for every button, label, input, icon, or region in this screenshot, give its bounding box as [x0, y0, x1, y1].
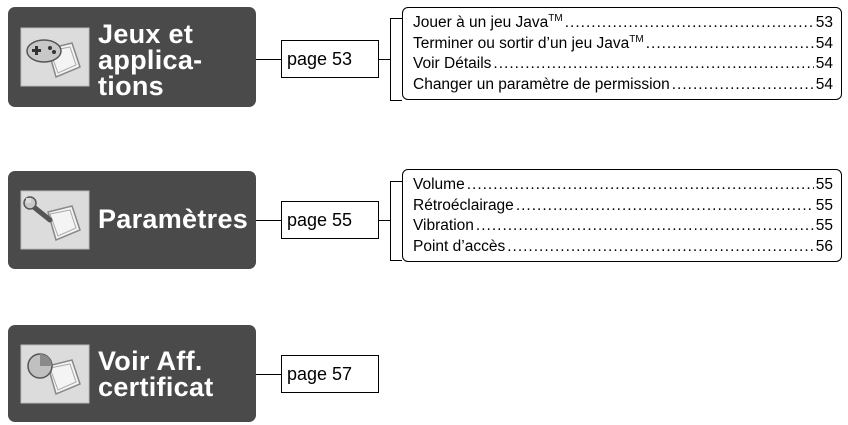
bracket-line [390, 260, 402, 261]
connector-line [256, 220, 281, 221]
bracket-line [390, 181, 402, 182]
section-tile-certificat: Voir Aff. certificat [8, 325, 256, 422]
bracket-line [390, 181, 391, 261]
toc-entry-label: Changer un paramètre de permission [413, 75, 670, 93]
toc-entry-page: 56 [815, 237, 833, 255]
section-title: Jeux et applica- tions [98, 19, 203, 101]
section-title: Voir Aff. certificat [98, 346, 214, 402]
toc-entry-label: Rétroéclairage [413, 196, 514, 214]
title-line: applica- [98, 45, 203, 75]
toc-entry-page: 54 [815, 34, 833, 52]
toc-leader-dots [493, 54, 813, 75]
toc-leader-dots [476, 216, 814, 237]
toc-leader-dots [646, 34, 814, 55]
title-line: tions [98, 71, 164, 101]
toc-leader-dots [467, 175, 814, 196]
toc-leader-dots [672, 75, 814, 96]
connector-line [256, 59, 281, 60]
toc-box: Volume 55 Rétroéclairage 55 Vibration 55… [402, 169, 842, 262]
section-tile-parametres: Paramètres [8, 171, 256, 269]
trademark-sup: TM [629, 33, 644, 45]
toc-entry: Changer un paramètre de permission 54 [413, 75, 833, 96]
section-tile-jeux: Jeux et applica- tions [8, 7, 256, 107]
toc-entry: Rétroéclairage 55 [413, 196, 833, 217]
page-ref-box: page 57 [281, 355, 379, 393]
toc-box: Jouer à un jeu JavaTM 53 Terminer ou sor… [402, 7, 842, 100]
toc-entry-label: Point d’accès [413, 237, 506, 255]
toc-entry-page: 55 [815, 217, 833, 234]
toc-entry-label: Volume [413, 176, 465, 193]
toc-entry-label: Vibration [413, 217, 474, 234]
toc-entry: Vibration 55 [413, 216, 833, 237]
bracket-line [390, 18, 402, 19]
page-ref: page 57 [287, 364, 353, 384]
bracket-line [390, 100, 402, 101]
page-ref: page 53 [287, 49, 353, 69]
wrench-folder-icon [20, 190, 90, 250]
toc-entry-label: Terminer ou sortir d’un jeu Java [413, 34, 630, 52]
trademark-sup: TM [548, 13, 563, 24]
toc-entry: Voir Détails 54 [413, 54, 833, 75]
toc-entry: Jouer à un jeu JavaTM 53 [413, 13, 833, 34]
toc-entry: Terminer ou sortir d’un jeu JavaTM 54 [413, 34, 833, 55]
toc-entry-page: 55 [815, 176, 833, 193]
toc-entry: Point d’accès 56 [413, 237, 833, 258]
bracket-line [390, 18, 391, 101]
title-line: Jeux et [98, 19, 194, 49]
toc-entry-page: 53 [815, 14, 833, 31]
toc-entry-label: Voir Détails [413, 55, 492, 72]
connector-line [256, 374, 281, 375]
certificate-folder-icon [20, 344, 90, 404]
section-title: Paramètres [98, 204, 249, 234]
connector-line [379, 59, 390, 60]
toc-entry: Volume 55 [413, 175, 833, 196]
toc-leader-dots [516, 196, 814, 217]
toc-entry-page: 54 [815, 55, 833, 72]
page-ref: page 55 [287, 210, 353, 230]
title-line: certificat [98, 372, 214, 402]
page-ref-box: page 53 [281, 40, 379, 78]
toc-entry-page: 54 [815, 75, 833, 93]
title-line: Paramètres [98, 204, 249, 234]
title-line: Voir Aff. [98, 346, 203, 376]
connector-line [379, 220, 390, 221]
page-ref-box: page 55 [281, 201, 379, 239]
gamepad-folder-icon [20, 27, 90, 87]
toc-entry-page: 55 [815, 196, 833, 214]
toc-leader-dots [507, 237, 814, 258]
toc-leader-dots [565, 13, 814, 34]
toc-entry-label: Jouer à un jeu Java [413, 14, 549, 31]
